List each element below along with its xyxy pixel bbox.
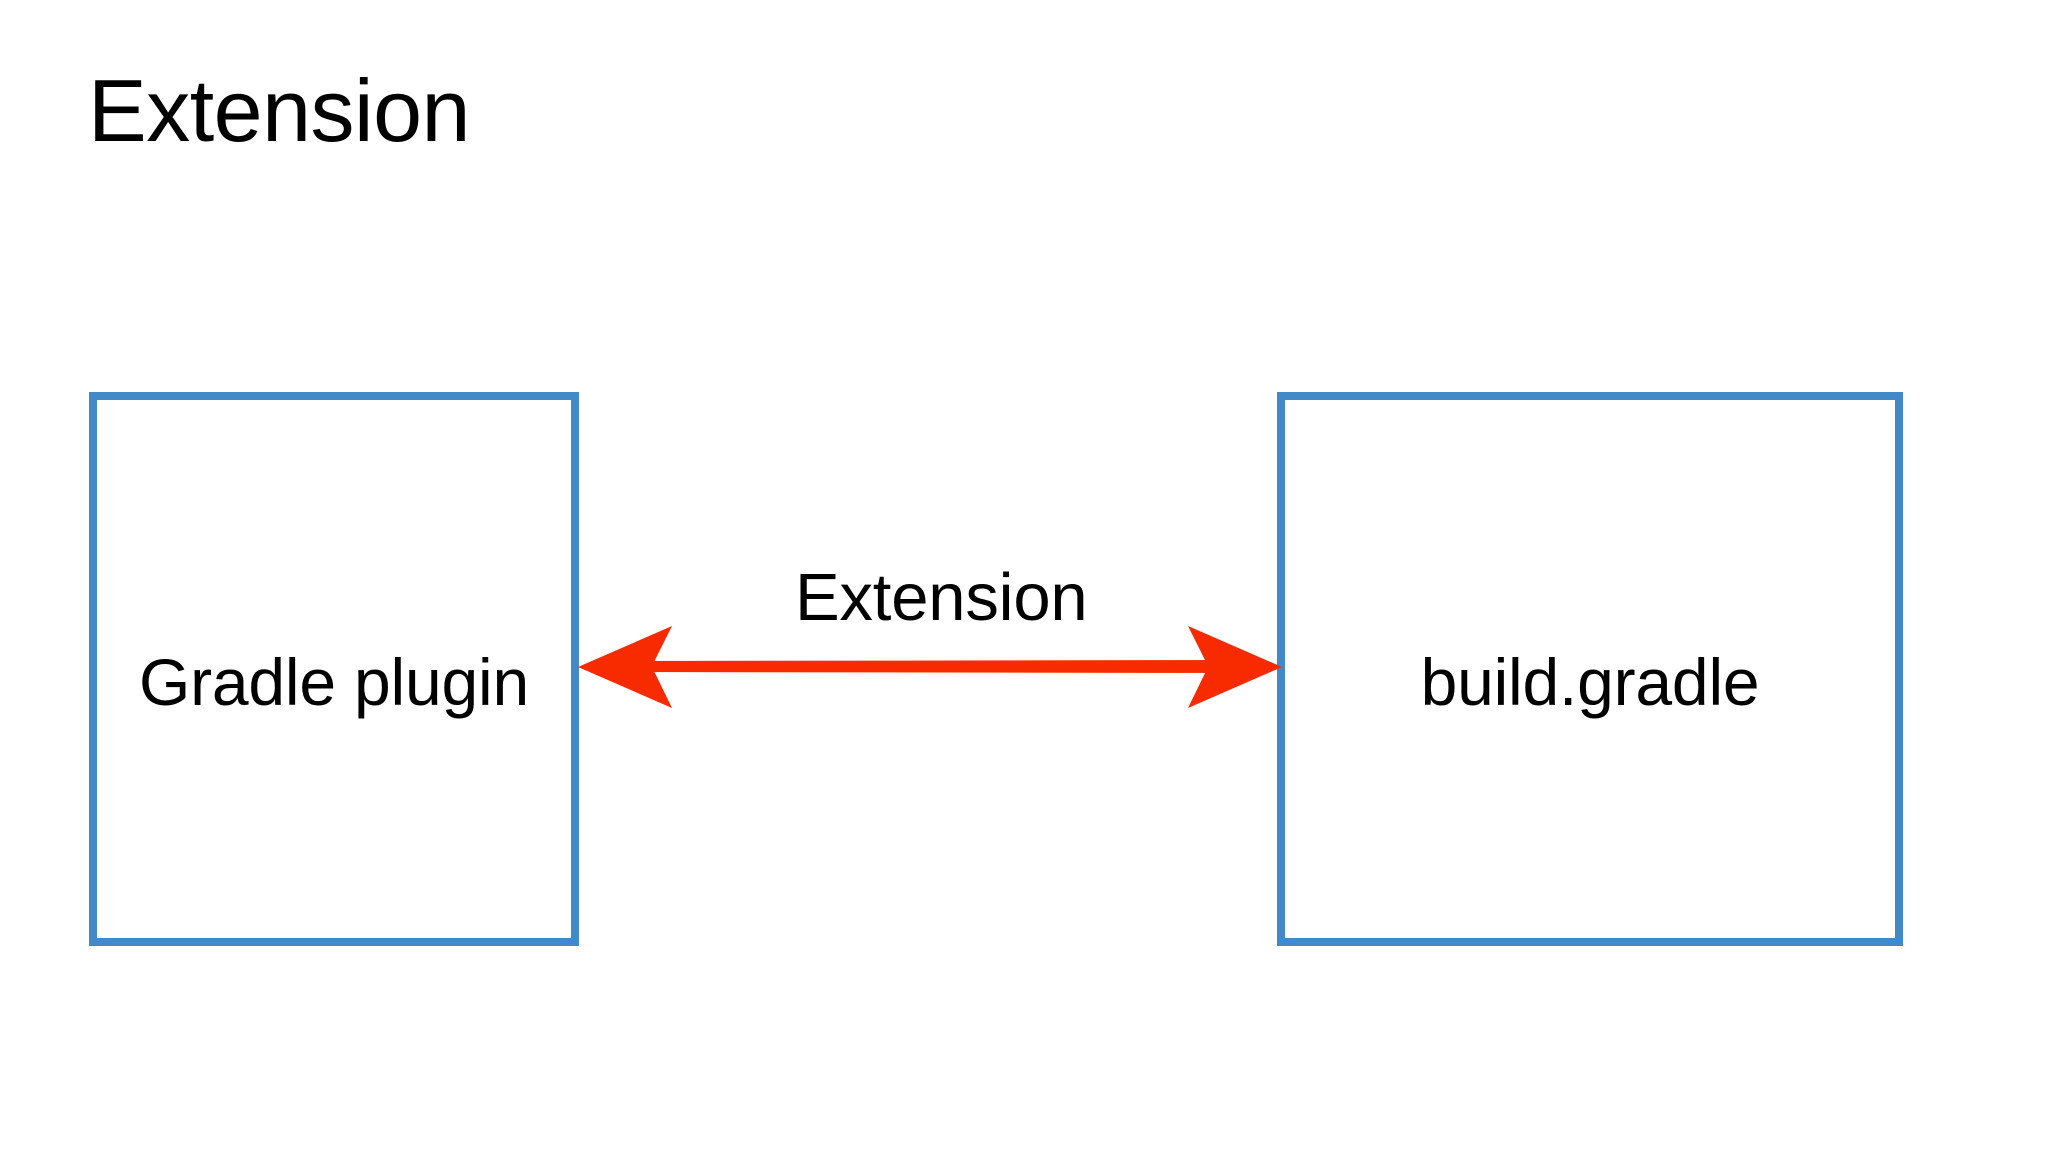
page-title: Extension [88,61,470,160]
connector-label: Extension [795,560,1088,635]
diagram-node-label: Gradle plugin [139,645,529,719]
diagram-node-label: build.gradle [1420,645,1760,719]
diagram-node-gradle-plugin[interactable]: Gradle plugin [89,392,579,946]
diagram-node-build-gradle[interactable]: build.gradle [1277,392,1903,946]
